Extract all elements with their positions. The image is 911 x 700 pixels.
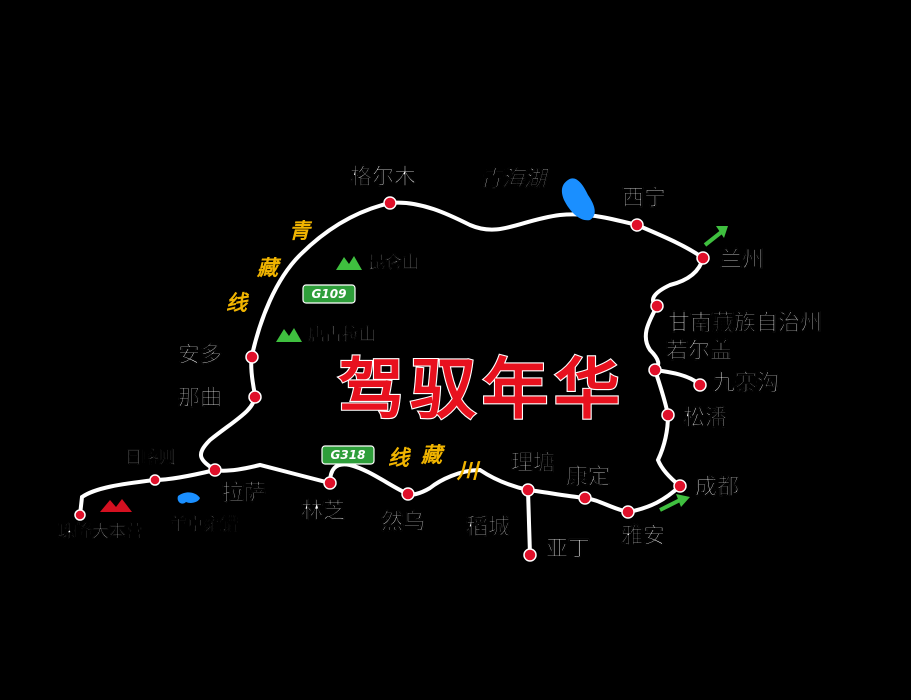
city-label-yaan: 雅安 xyxy=(621,523,665,549)
qingzang-label-char: 青 xyxy=(289,218,313,243)
dot-anduo xyxy=(245,350,259,364)
city-label-linzhi: 林芝 xyxy=(301,498,345,524)
city-dots xyxy=(74,196,710,562)
highway-badge-g318: G318 xyxy=(321,445,375,465)
city-label-litang: 理塘 xyxy=(511,450,555,476)
dot-lhasa xyxy=(208,463,222,477)
map-title: 驾驭年华 xyxy=(338,350,626,428)
city-label-xining: 西宁 xyxy=(622,185,666,211)
dot-lanzhou xyxy=(696,251,710,265)
mountain-icon xyxy=(100,499,132,512)
dot-ranwu xyxy=(401,487,415,501)
city-label-yading: 亚丁 xyxy=(546,537,590,562)
city-label-qinghai-lake: 青海湖 xyxy=(480,167,550,192)
route-spur-jiuzhai xyxy=(654,368,702,387)
dot-xining xyxy=(630,218,644,232)
city-label-golmud: 格尔木 xyxy=(350,164,417,190)
dot-golmud xyxy=(383,196,397,210)
dot-songpan xyxy=(661,408,675,422)
mountain-icon xyxy=(276,328,302,342)
route-spur-everest xyxy=(78,468,216,516)
city-label-lanzhou: 兰州 xyxy=(720,247,764,273)
city-label-songpan: 松潘 xyxy=(683,405,728,431)
arrow-icon xyxy=(703,226,728,247)
city-label-naqu: 那曲 xyxy=(178,386,222,411)
dot-kangding xyxy=(578,491,592,505)
dot-naqu xyxy=(248,390,262,404)
dot-jiuzhaigou xyxy=(693,378,707,392)
city-label-kangding: 康定 xyxy=(566,464,610,490)
lake-icon xyxy=(177,492,200,504)
dot-shigatse xyxy=(149,474,161,486)
dot-yaan xyxy=(621,505,635,519)
city-label-yamdrok: 羊卓雍错 xyxy=(170,514,238,535)
chuanzang-label-char: 川 xyxy=(456,458,481,483)
city-label-jiuzhaigou: 九寨沟 xyxy=(712,370,779,396)
dot-everest xyxy=(74,509,86,521)
city-label-everest-base: 珠峰大本营 xyxy=(58,521,143,542)
city-label-anduo: 安多 xyxy=(178,342,222,368)
dot-litang xyxy=(521,483,535,497)
highway-label: G318 xyxy=(331,448,366,462)
highway-label: G109 xyxy=(312,287,347,301)
lake-icon xyxy=(561,178,595,221)
qingzang-label-char: 线 xyxy=(226,290,250,315)
qingzang-label-char: 藏 xyxy=(256,255,282,280)
city-label-chengdu: 成都 xyxy=(695,475,739,500)
city-label-ranwu: 然乌 xyxy=(381,509,425,535)
dot-yading xyxy=(523,548,537,562)
highway-badge-g109: G109 xyxy=(302,284,356,304)
city-label-lhasa: 拉萨 xyxy=(222,480,266,506)
mountain-label-tanggula: 唐古拉山 xyxy=(308,324,376,345)
dot-gannan xyxy=(650,299,664,313)
chuanzang-label-char: 线 xyxy=(388,445,412,470)
dot-linzhi xyxy=(323,476,337,490)
mountain-label-kunlun: 昆仑山 xyxy=(368,252,419,273)
city-label-gannan: 甘南藏族自治州 xyxy=(668,310,822,336)
city-label-shigatse: 日喀则 xyxy=(125,447,176,468)
chuanzang-label-char: 藏 xyxy=(420,442,446,467)
city-label-daocheng: 稻城 xyxy=(466,514,510,540)
city-label-ruoergai: 若尔盖 xyxy=(666,338,732,364)
route-spur-yading xyxy=(526,489,532,556)
arrow-icon xyxy=(659,494,690,512)
mountain-icon xyxy=(336,256,362,270)
dot-ruoergai xyxy=(648,363,662,377)
dot-chengdu xyxy=(673,479,687,493)
